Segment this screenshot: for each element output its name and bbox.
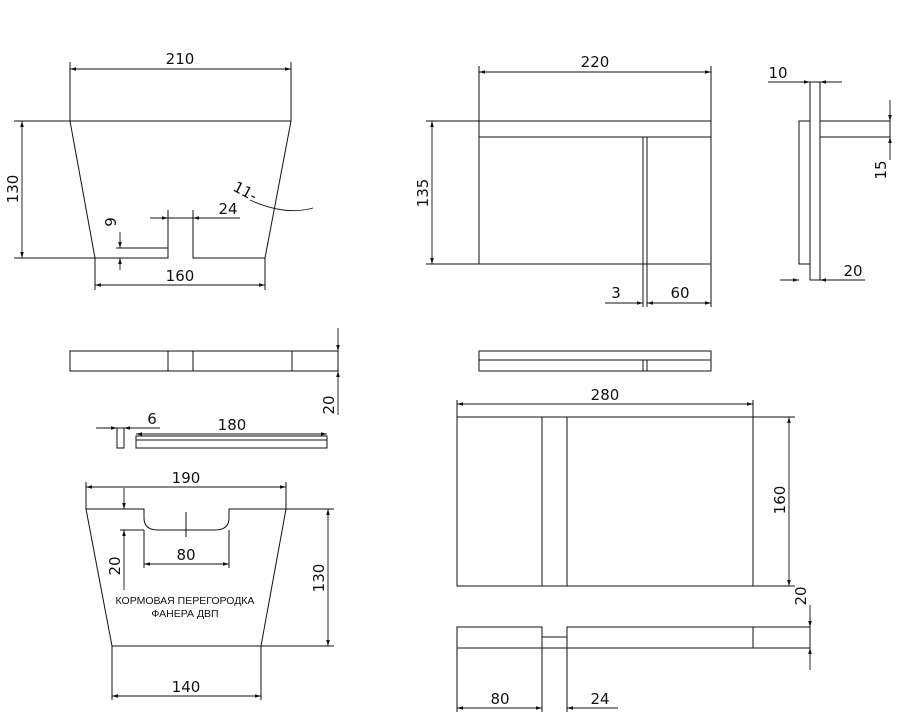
dim-text-15: 15 [872,160,890,179]
angle-arc-11 [249,199,314,212]
bottom-plank-outline [456,626,811,649]
part-strip-180: 6 180 [96,410,328,449]
part-plank-left: 20 [69,328,340,415]
dim-text-80a: 80 [176,546,195,564]
part-trapezoid-top: 210 130 9 24 11- 160 [4,50,314,290]
dim-text-6: 6 [147,410,157,428]
profile-vertical-bar [809,81,821,281]
plank-right-outline [478,350,712,372]
dim-text-9: 9 [102,217,120,227]
part-plank-right [478,350,712,372]
dim-text-190: 190 [172,469,201,487]
part-side-profile: 10 15 20 [768,64,892,282]
dim-text-220: 220 [581,53,610,71]
part-bottom-board: 280 160 [456,386,795,587]
dim-text-130b: 130 [310,564,328,593]
part-bottom-plank: 20 80 24 [456,586,812,712]
partition-label-line2: ФАНЕРА ДВП [151,608,218,620]
strip-small [116,427,125,449]
dim-text-160b: 160 [771,486,789,515]
dim-text-20b: 20 [320,395,338,414]
dim-text-3: 3 [611,284,621,302]
dim-text-20d: 20 [792,586,810,605]
partition-outline [85,508,287,647]
dim-text-60: 60 [670,284,689,302]
panel-outline [478,120,712,265]
dim-text-280: 280 [591,386,620,404]
dim-text-210: 210 [166,50,195,68]
profile-left-strip [798,120,811,265]
part-partition: 190 20 80 КОРМОВАЯ ПЕРЕГОРОДКА ФАНЕРА ДВ… [85,469,334,700]
dim-text-180: 180 [218,416,247,434]
part-panel-135: 220 135 3 60 [414,53,712,307]
dim-text-20c: 20 [106,556,124,575]
dim-text-135: 135 [414,179,432,208]
dim-text-20a: 20 [843,262,862,280]
board-outline [456,416,754,587]
dim-text-140: 140 [172,678,201,696]
dim-text-130a: 130 [4,175,22,204]
plank-outline [69,350,339,372]
dim-text-24a: 24 [218,200,237,218]
dim-text-160a: 160 [166,267,195,285]
dim-text-80b: 80 [490,690,509,708]
profile-shelf [819,120,891,138]
strip-long [135,435,328,449]
dim-text-10: 10 [768,64,787,82]
dim-text-24b: 24 [590,690,609,708]
partition-label-line1: КОРМОВАЯ ПЕРЕГОРОДКА [116,595,255,607]
